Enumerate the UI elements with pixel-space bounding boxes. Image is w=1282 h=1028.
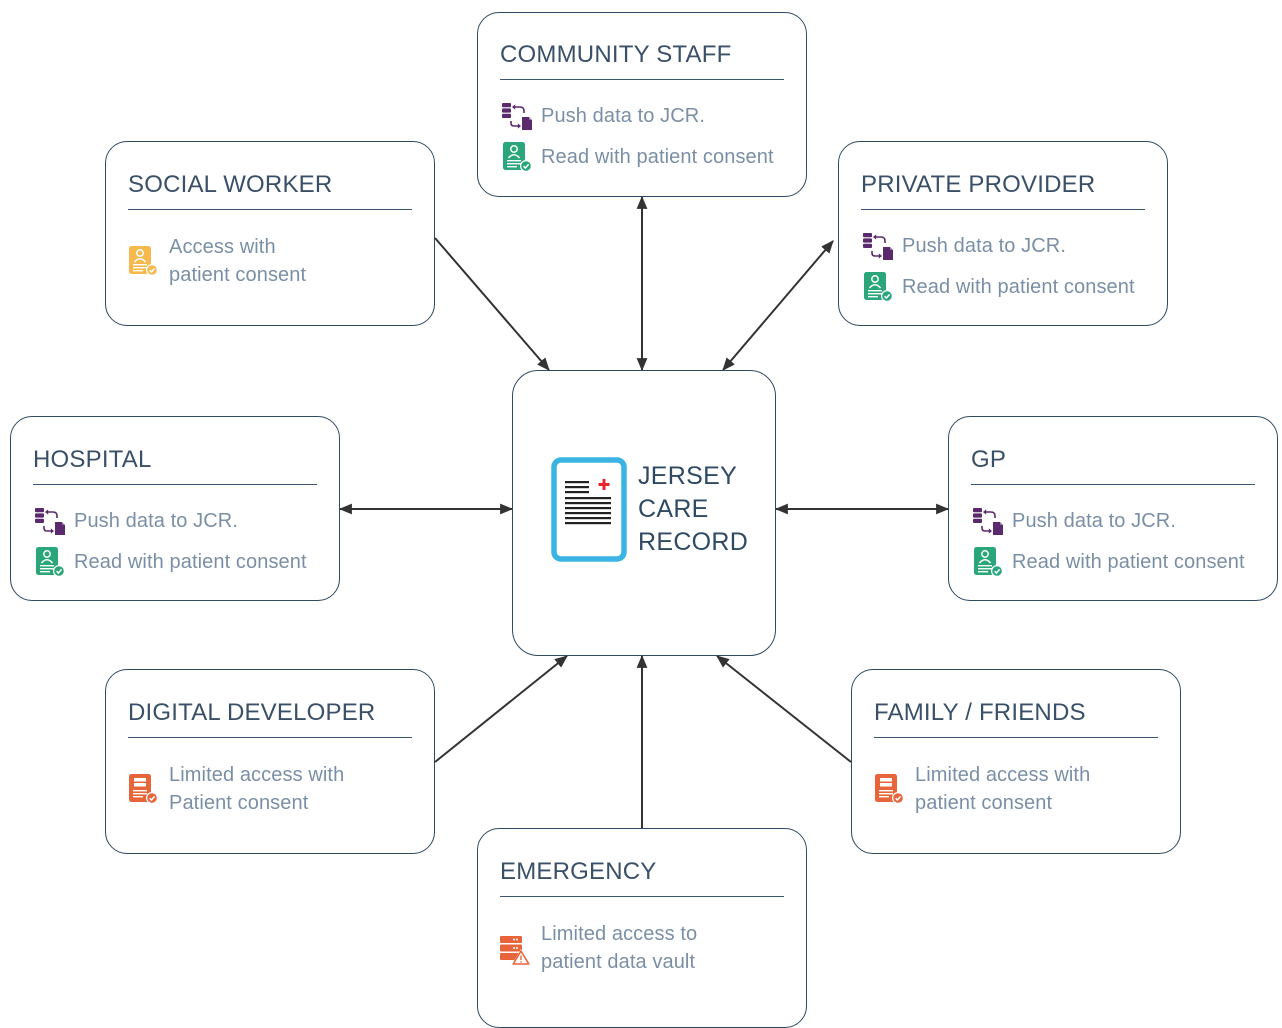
- node-title: SOCIAL WORKER: [128, 171, 333, 198]
- gp-node: GP Push data to JCR. Read with patient c…: [948, 416, 1278, 601]
- access-line-2: Patient consent: [169, 792, 309, 814]
- access-description: Limited access to patient data vault: [541, 920, 697, 976]
- center-title-line-3: RECORD: [638, 528, 749, 556]
- consent-row: Read with patient consent: [33, 545, 307, 579]
- node-title: PRIVATE PROVIDER: [861, 171, 1096, 198]
- consent-record-icon: [500, 140, 534, 174]
- title-divider: [500, 79, 784, 80]
- title-divider: [874, 737, 1158, 738]
- push-data-row: Push data to JCR.: [33, 504, 238, 538]
- title-divider: [971, 484, 1255, 485]
- push-data-label: Push data to JCR.: [1012, 510, 1177, 532]
- push-data-icon: [861, 229, 895, 263]
- push-data-label: Push data to JCR.: [74, 510, 239, 532]
- node-title: EMERGENCY: [500, 858, 657, 885]
- hospital-node: HOSPITAL Push data to JCR. Read with pat…: [10, 416, 340, 601]
- access-line-1: Limited access with: [169, 764, 345, 786]
- access-description: Limited access with patient consent: [915, 761, 1090, 817]
- access-line-1: Limited access to: [541, 923, 698, 945]
- emergency-node: EMERGENCY Limited access to patient data…: [477, 828, 807, 1028]
- title-divider: [128, 737, 412, 738]
- push-data-row: Push data to JCR.: [971, 504, 1176, 538]
- title-divider: [500, 896, 784, 897]
- consent-label: Read with patient consent: [902, 276, 1135, 298]
- access-line-2: patient consent: [169, 264, 307, 286]
- consent-label: Read with patient consent: [541, 146, 774, 168]
- title-divider: [861, 209, 1145, 210]
- medical-record-icon: [551, 457, 627, 562]
- arrow-digital-developer: [434, 655, 568, 763]
- node-title: FAMILY / FRIENDS: [874, 699, 1086, 726]
- consent-record-icon: [971, 545, 1005, 579]
- title-divider: [33, 484, 317, 485]
- title-divider: [128, 209, 412, 210]
- arrow-private-provider: [722, 240, 834, 371]
- consent-label: Read with patient consent: [1012, 551, 1245, 573]
- push-data-row: Push data to JCR.: [861, 229, 1066, 263]
- arrow-family-friends: [716, 655, 852, 763]
- consent-row: Read with patient consent: [500, 140, 774, 174]
- push-data-label: Push data to JCR.: [902, 235, 1067, 257]
- digital-developer-node: DIGITAL DEVELOPER Limited access with Pa…: [105, 669, 435, 854]
- center-title-line-1: JERSEY: [638, 462, 738, 490]
- node-title: HOSPITAL: [33, 446, 152, 473]
- consent-row: Read with patient consent: [971, 545, 1245, 579]
- consent-label: Read with patient consent: [74, 551, 307, 573]
- push-data-icon: [500, 99, 534, 133]
- node-title: COMMUNITY STAFF: [500, 41, 732, 68]
- push-data-icon: [971, 504, 1005, 538]
- consent-record-icon: [861, 270, 895, 304]
- access-line-2: patient data vault: [541, 951, 696, 973]
- access-description: Limited access with Patient consent: [169, 761, 344, 817]
- arrow-social-worker: [434, 237, 550, 371]
- access-description: Access with patient consent: [169, 233, 306, 289]
- consent-row: Read with patient consent: [861, 270, 1135, 304]
- consent-access-icon: [126, 244, 160, 278]
- family-friends-node: FAMILY / FRIENDS Limited access with pat…: [851, 669, 1181, 854]
- push-data-label: Push data to JCR.: [541, 105, 706, 127]
- limited-access-icon: [126, 772, 160, 806]
- consent-record-icon: [33, 545, 67, 579]
- community-staff-node: COMMUNITY STAFF Push data to JCR. Read w…: [477, 12, 807, 197]
- center-title-line-2: CARE: [638, 495, 709, 523]
- jersey-care-record-node: JERSEY CARE RECORD: [512, 370, 776, 656]
- private-provider-node: PRIVATE PROVIDER Push data to JCR. Read …: [838, 141, 1168, 326]
- data-vault-warning-icon: [498, 933, 532, 967]
- access-line-1: Access with: [169, 236, 276, 258]
- push-data-row: Push data to JCR.: [500, 99, 705, 133]
- limited-access-icon: [872, 772, 906, 806]
- node-title: DIGITAL DEVELOPER: [128, 699, 376, 726]
- social-worker-node: SOCIAL WORKER Access with patient consen…: [105, 141, 435, 326]
- access-line-2: patient consent: [915, 792, 1053, 814]
- node-title: GP: [971, 446, 1007, 473]
- push-data-icon: [33, 504, 67, 538]
- center-title: JERSEY CARE RECORD: [638, 460, 748, 559]
- access-line-1: Limited access with: [915, 764, 1091, 786]
